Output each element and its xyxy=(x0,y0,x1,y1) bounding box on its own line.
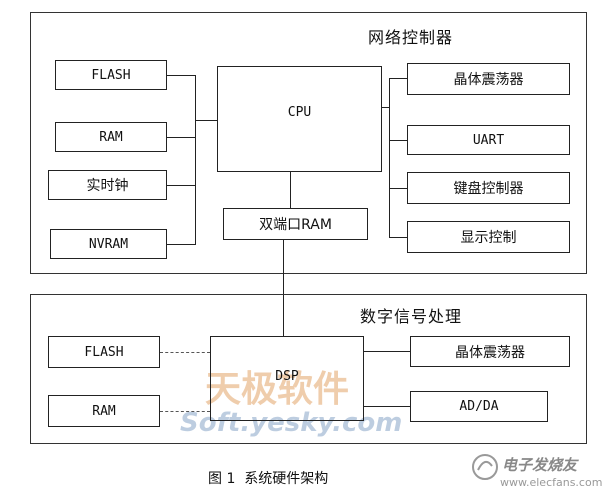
elecfans-site: www.elecfans.com xyxy=(500,476,603,489)
watermark-brand: 天极软件 xyxy=(205,369,350,410)
top-flash-box: FLASH xyxy=(55,60,167,90)
conn-uart xyxy=(389,140,407,141)
elecfans-logo-icon xyxy=(472,454,498,480)
conn-rtc xyxy=(167,185,195,186)
conn-ram xyxy=(167,137,195,138)
network-controller-title: 网络控制器 xyxy=(368,28,454,47)
display-control-box: 显示控制 xyxy=(407,221,570,253)
conn-display xyxy=(389,237,407,238)
bottom-oscillator-box: 晶体震荡器 xyxy=(410,336,570,367)
dsp-box: DSP xyxy=(210,336,364,421)
cpu-box: CPU xyxy=(217,66,382,172)
rtc-box: 实时钟 xyxy=(48,170,167,200)
dsp-section-title: 数字信号处理 xyxy=(360,307,463,326)
conn-bottom-ram xyxy=(160,411,210,412)
top-ram-box: RAM xyxy=(55,122,167,152)
conn-bottom-flash xyxy=(160,352,210,353)
left-bus-top xyxy=(195,75,196,245)
elecfans-brand: 电子发烧友 xyxy=(502,456,578,474)
keyboard-controller-box: 键盘控制器 xyxy=(407,172,570,204)
left-bus-to-cpu xyxy=(195,120,217,121)
figure-label: 图 1 xyxy=(208,471,236,487)
dual-port-ram-box: 双端口RAM xyxy=(223,208,368,240)
cpu-to-right-bus xyxy=(382,107,389,108)
bottom-ram-box: RAM xyxy=(48,395,160,427)
right-bus-top xyxy=(389,78,390,238)
nvram-box: NVRAM xyxy=(50,229,167,259)
figure-caption: 图 1 系统硬件架构 xyxy=(208,468,328,488)
top-oscillator-box: 晶体震荡器 xyxy=(407,63,570,95)
elecfans-logo: 电子发烧友 www.elecfans.com xyxy=(470,450,603,496)
watermark-site: Soft.yesky.com xyxy=(180,408,403,438)
conn-nvram xyxy=(167,244,195,245)
cpu-to-dualram xyxy=(290,172,291,208)
conn-bottom-osc xyxy=(364,351,410,352)
adda-box: AD/DA xyxy=(410,391,548,422)
bottom-flash-box: FLASH xyxy=(48,336,160,368)
uart-box: UART xyxy=(407,125,570,155)
network-controller-frame xyxy=(30,12,587,274)
conn-keyboard xyxy=(389,188,407,189)
figure-title: 系统硬件架构 xyxy=(244,471,329,487)
conn-flash xyxy=(167,75,195,76)
conn-adda xyxy=(364,406,410,407)
conn-osc-top xyxy=(389,78,407,79)
dualram-to-dsp-link xyxy=(283,240,284,336)
dsp-frame xyxy=(30,294,587,444)
